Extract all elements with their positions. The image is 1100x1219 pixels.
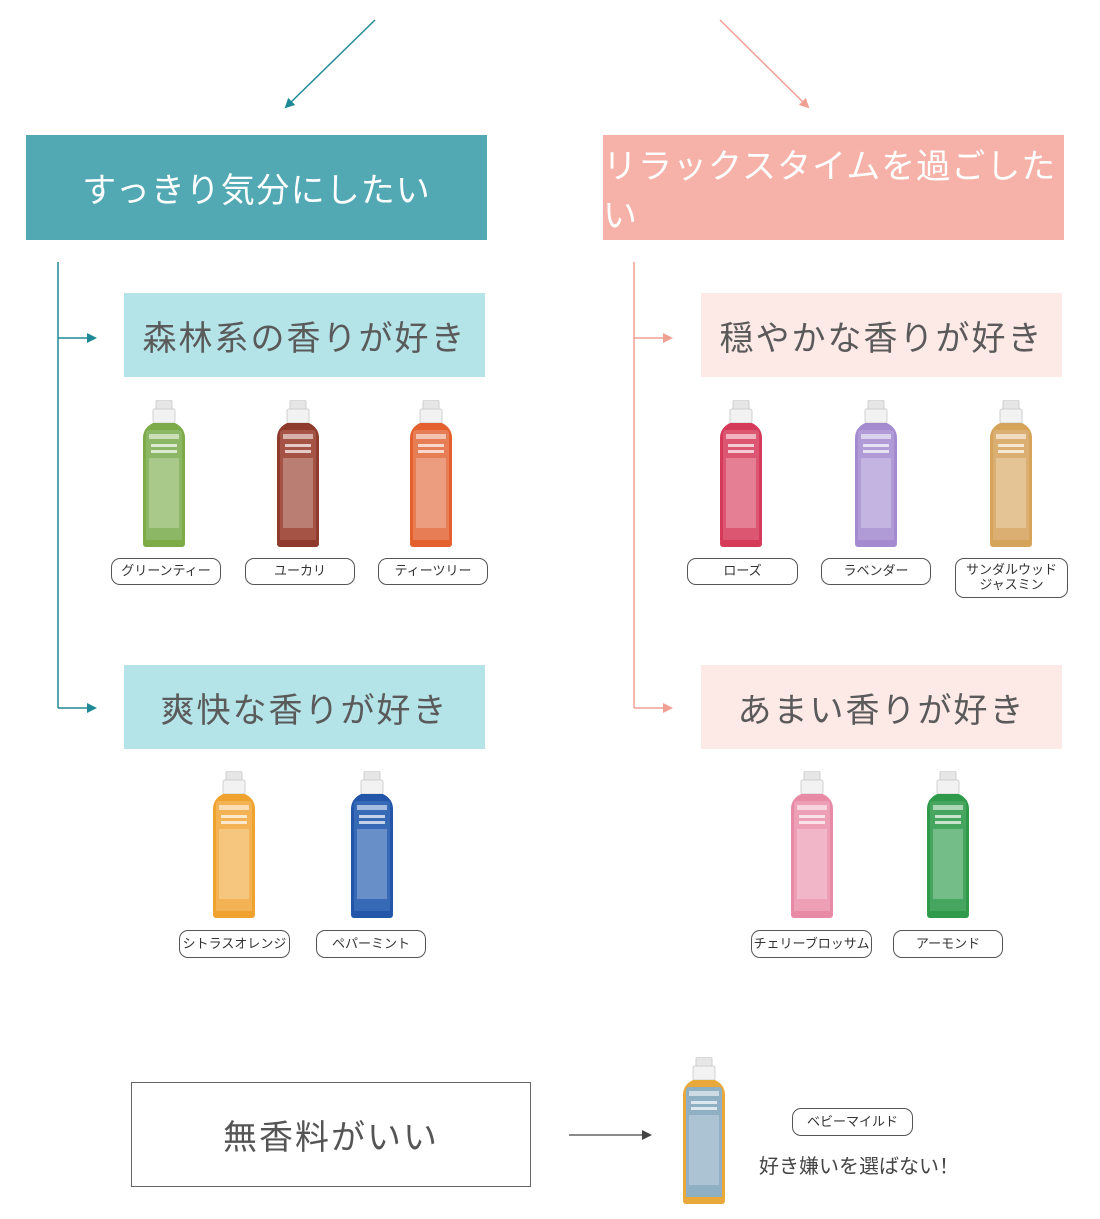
right-main-title: リラックスタイムを過ごしたい: [603, 139, 1064, 237]
product-label-rose[interactable]: ローズ: [687, 558, 798, 585]
bottle-rose-icon: [718, 400, 764, 552]
product-label-text: アーモンド: [916, 937, 980, 952]
product-label-text: ベビーマイルド: [807, 1115, 898, 1130]
left-group-1-title: 森林系の香りが好き: [143, 311, 467, 360]
left-group-2-header: 爽快な香りが好き: [124, 665, 485, 749]
bottle-citrus-orange-icon: [211, 771, 257, 923]
bottle-lavender-icon: [853, 400, 899, 552]
product-label-text: ティーツリー: [395, 564, 472, 579]
product-label-tea-tree[interactable]: ティーツリー: [378, 558, 488, 585]
arrow-right-top: [720, 20, 808, 107]
product-label-text: ローズ: [723, 564, 761, 579]
bottle-tea-tree-icon: [408, 400, 454, 552]
product-label-baby-mild[interactable]: ベビーマイルド: [792, 1108, 913, 1136]
product-label-citrus-orange[interactable]: シトラスオレンジ: [179, 930, 290, 958]
right-group-1-title: 穏やかな香りが好き: [720, 311, 1044, 360]
left-group-1-header: 森林系の香りが好き: [124, 293, 485, 377]
product-label-peppermint[interactable]: ペパーミント: [316, 930, 426, 958]
arrow-left-top: [286, 20, 375, 107]
product-label-text: シトラスオレンジ: [183, 937, 287, 952]
left-main-title: すっきり気分にしたい: [82, 163, 431, 212]
product-label-text: チェリーブロッサム: [754, 937, 870, 952]
bottle-peppermint-icon: [349, 771, 395, 923]
bottle-almond-icon: [925, 771, 971, 923]
bottle-green-tea-icon: [141, 400, 187, 552]
unscented-box: 無香料がいい: [131, 1082, 531, 1187]
right-group-2-title: あまい香りが好き: [738, 683, 1026, 732]
product-label-text: ペパーミント: [332, 937, 410, 952]
product-label-sandalwood-jasmine[interactable]: サンダルウッド ジャスミン: [955, 558, 1068, 598]
product-label-eucalyptus[interactable]: ユーカリ: [245, 558, 355, 585]
right-main-header: リラックスタイムを過ごしたい: [603, 135, 1064, 240]
product-label-green-tea[interactable]: グリーンティー: [111, 558, 221, 585]
product-label-text: ラベンダー: [843, 564, 908, 579]
product-label-cherry-blossom[interactable]: チェリーブロッサム: [751, 930, 872, 958]
unscented-title: 無香料がいい: [223, 1110, 439, 1159]
left-group-2-title: 爽快な香りが好き: [161, 683, 449, 732]
right-group-1-header: 穏やかな香りが好き: [701, 293, 1062, 377]
unscented-note: 好き嫌いを選ばない！: [759, 1150, 959, 1179]
left-main-header: すっきり気分にしたい: [26, 135, 487, 240]
bottle-baby-mild-icon: [681, 1057, 727, 1209]
product-label-lavender[interactable]: ラベンダー: [821, 558, 931, 585]
product-label-text: ユーカリ: [274, 564, 326, 579]
product-label-text: サンダルウッド ジャスミン: [966, 563, 1057, 593]
bottle-sandalwood-jasmine-icon: [988, 400, 1034, 552]
product-label-text: グリーンティー: [121, 564, 211, 579]
right-group-2-header: あまい香りが好き: [701, 665, 1062, 749]
bottle-cherry-blossom-icon: [789, 771, 835, 923]
product-label-almond[interactable]: アーモンド: [893, 930, 1003, 958]
bottle-eucalyptus-icon: [275, 400, 321, 552]
